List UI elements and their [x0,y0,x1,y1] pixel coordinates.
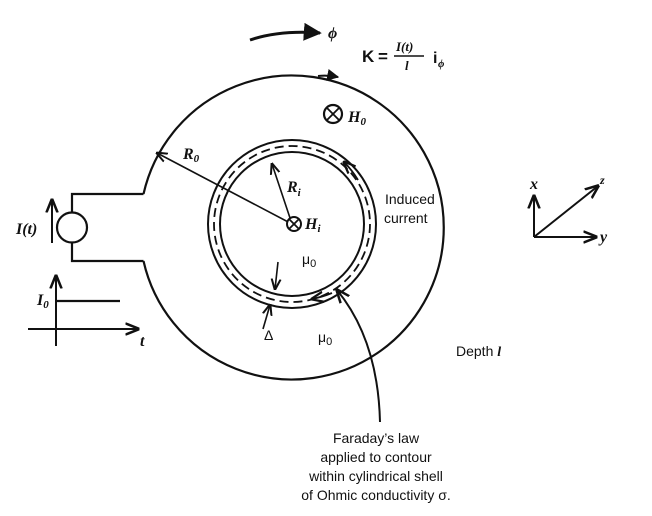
time-axis-label: t [140,333,145,350]
unit-vector-sub: ϕ [438,58,445,70]
equals-sign: = [378,47,388,66]
denominator: l [405,58,409,73]
surface-current-equation: K = I(t) l i ϕ [362,39,445,73]
hi-into-page-icon [286,216,302,232]
z-axis-label: z [599,173,605,187]
induced-current-label-1: Induced [385,191,435,207]
phi-label: ϕ [328,25,337,42]
k-symbol: K [362,47,375,66]
caption-line-4: of Ohmic conductivity σ. [301,487,450,503]
caption-line-2: applied to contour [320,449,432,465]
x-axis-label: x [529,176,538,193]
mu-inner-label: μ0 [302,251,316,270]
source-label: I(t) [15,221,37,238]
r0-radius-line [157,153,293,225]
outer-conductor [142,74,445,381]
ri-radius-line [272,164,293,225]
step-function-inset: I0 t [28,276,145,350]
shell-inner-wall [219,151,365,297]
feed-lead-top [70,192,144,212]
step-level-label: I0 [36,292,49,311]
induced-current-arrow-top [344,162,359,181]
r0-label: R0 [182,146,200,165]
ri-label: Ri [286,179,302,199]
delta-label: Δ [264,327,273,343]
current-source [55,211,89,244]
caption-line-1: Faraday’s law [333,430,420,446]
numerator: I(t) [395,39,413,54]
h0-into-page-icon [322,103,344,125]
faraday-pointer-arrow [337,290,381,423]
depth-label: Depth l [456,343,501,360]
induced-current-label-2: current [384,210,428,226]
shell-outer-wall [207,139,377,309]
hi-label: Hi [304,216,321,235]
feed-lead-bottom [70,243,144,263]
h0-label: H0 [347,109,366,128]
caption-line-3: within cylindrical shell [308,468,443,484]
delta-arrow-outer [275,261,278,289]
induced-current-arrow-bottom [312,293,333,299]
shell-contour-dashed [213,145,371,303]
unit-vector: i [433,50,437,67]
mu-outer-label: μ0 [318,329,332,348]
y-axis-label: y [598,229,608,246]
phi-direction-arrow [249,22,322,42]
outer-current-arrow [317,68,340,81]
coordinate-axes: x y z [529,173,608,246]
z-axis-arrow [533,186,598,238]
delta-arrow-inner [263,305,270,330]
